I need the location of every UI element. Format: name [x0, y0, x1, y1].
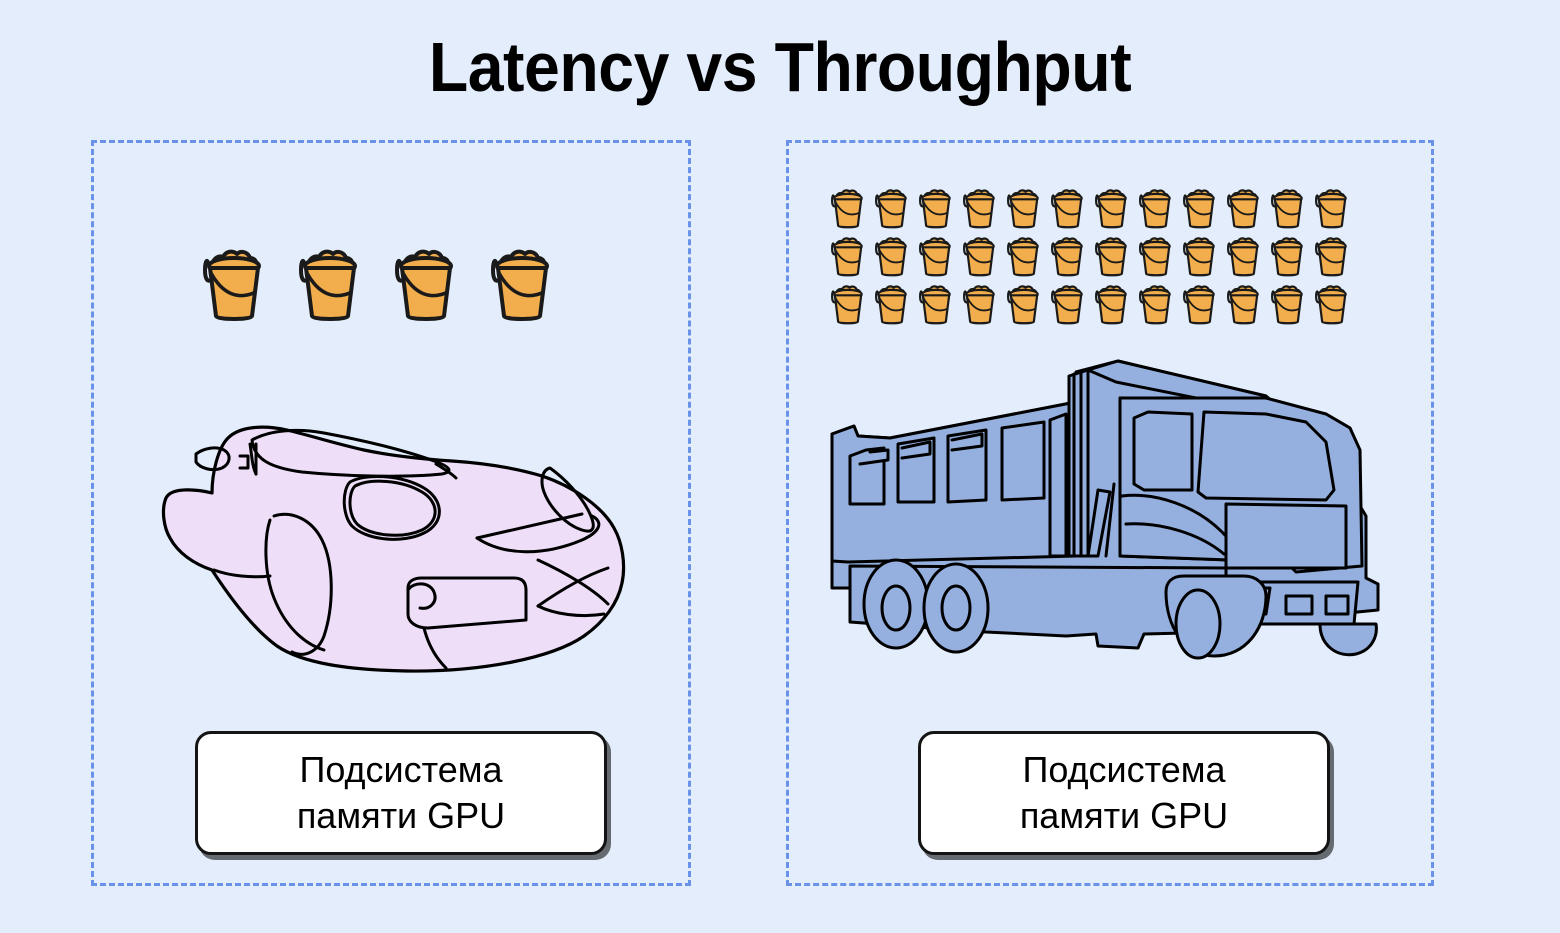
sand-bucket-icon: [963, 285, 995, 325]
panel-throughput: [786, 140, 1434, 886]
sand-bucket-icon: [1183, 285, 1215, 325]
sand-bucket-icon: [1007, 189, 1039, 229]
sand-bucket-icon: [1183, 189, 1215, 229]
sand-bucket-icon: [1095, 189, 1127, 229]
sand-bucket-icon: [963, 237, 995, 277]
sand-bucket-icon: [395, 249, 453, 321]
sand-bucket-icon: [875, 285, 907, 325]
sports-car-icon: [161, 425, 626, 673]
sand-bucket-icon: [875, 189, 907, 229]
sand-bucket-icon: [919, 285, 951, 325]
sand-bucket-icon: [1227, 189, 1259, 229]
sand-bucket-icon: [875, 237, 907, 277]
label-line-2: памяти GPU: [1019, 795, 1229, 836]
sand-bucket-icon: [831, 237, 863, 277]
sand-bucket-icon: [1051, 189, 1083, 229]
label-line-1: Подсистема: [1022, 749, 1226, 790]
label-box-throughput: Подсистема памяти GPU: [918, 731, 1330, 855]
bucket-row-throughput-2: [831, 232, 1349, 278]
sand-bucket-icon: [1227, 237, 1259, 277]
label-box-latency: Подсистема памяти GPU: [195, 731, 607, 855]
bucket-row-throughput-1: [831, 184, 1349, 230]
sand-bucket-icon: [1007, 237, 1039, 277]
sand-bucket-icon: [1095, 285, 1127, 325]
sand-bucket-icon: [831, 285, 863, 325]
sand-bucket-icon: [1271, 189, 1303, 229]
sand-bucket-icon: [1139, 285, 1171, 325]
dump-truck-icon: [830, 359, 1380, 660]
sand-bucket-icon: [491, 249, 549, 321]
sand-bucket-icon: [1183, 237, 1215, 277]
sand-bucket-icon: [1095, 237, 1127, 277]
sand-bucket-icon: [299, 249, 357, 321]
bucket-row-latency: [203, 240, 553, 324]
sand-bucket-icon: [831, 189, 863, 229]
sand-bucket-icon: [919, 189, 951, 229]
sand-bucket-icon: [1051, 237, 1083, 277]
bucket-row-throughput-3: [831, 280, 1349, 326]
sand-bucket-icon: [1139, 237, 1171, 277]
sand-bucket-icon: [1139, 189, 1171, 229]
panel-latency: [91, 140, 691, 886]
sand-bucket-icon: [1051, 285, 1083, 325]
label-line-1: Подсистема: [299, 749, 503, 790]
sand-bucket-icon: [1007, 285, 1039, 325]
label-line-2: памяти GPU: [296, 795, 506, 836]
sand-bucket-icon: [1271, 237, 1303, 277]
sand-bucket-icon: [1271, 285, 1303, 325]
sand-bucket-icon: [963, 189, 995, 229]
sand-bucket-icon: [919, 237, 951, 277]
sand-bucket-icon: [203, 249, 261, 321]
sand-bucket-icon: [1227, 285, 1259, 325]
sand-bucket-icon: [1315, 237, 1347, 277]
sand-bucket-icon: [1315, 285, 1347, 325]
sand-bucket-icon: [1315, 189, 1347, 229]
page-title: Latency vs Throughput: [428, 28, 1132, 106]
